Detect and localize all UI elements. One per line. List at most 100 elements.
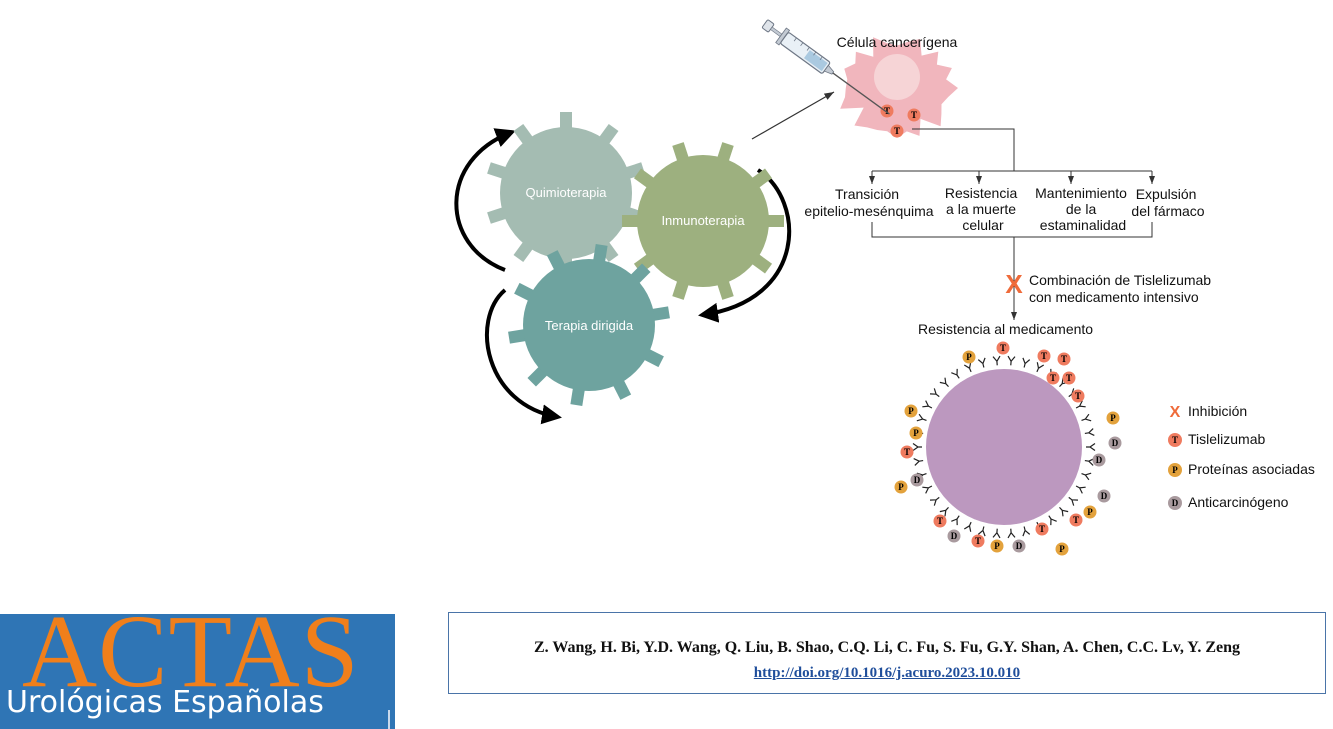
token-label-t-5: T bbox=[1066, 373, 1072, 383]
token-label-d-12: D bbox=[1096, 455, 1103, 465]
legend-anticarcinogen-label: Anticarcinógeno bbox=[1188, 494, 1289, 510]
token-t-17 bbox=[1069, 513, 1083, 527]
token-t-19 bbox=[1035, 522, 1049, 536]
token-p-7 bbox=[904, 404, 918, 418]
resistant-cell-body bbox=[926, 369, 1082, 525]
mechanism-branch-connector bbox=[869, 128, 1155, 320]
token-p-22 bbox=[990, 539, 1004, 553]
targeted-therapy-label: Terapia dirigida bbox=[545, 318, 634, 333]
therapy-to-cell-arrow bbox=[751, 91, 835, 140]
cycle-arrow-top bbox=[454, 128, 516, 272]
token-label-d-13: D bbox=[914, 475, 921, 485]
legend-anticarcinogen-icon bbox=[1168, 496, 1182, 510]
legend-associated-proteins: P Proteínas asociadas bbox=[1168, 461, 1315, 477]
svg-text:P: P bbox=[1172, 465, 1178, 475]
token-t-18 bbox=[933, 514, 947, 528]
logo-title: ACTAS bbox=[22, 614, 360, 709]
token-t-11 bbox=[900, 445, 914, 459]
cell-tislelizumab-tokens: T T T bbox=[880, 104, 921, 138]
legend-inhibition-icon: X bbox=[1170, 404, 1181, 421]
legend: X Inhibición T Tislelizumab P Proteínas … bbox=[1168, 403, 1315, 510]
mechanism-cell-death-resistance: Resistencia a la muerte celular bbox=[945, 185, 1021, 233]
token-d-20 bbox=[947, 529, 961, 543]
chemotherapy-label: Quimioterapia bbox=[526, 185, 608, 200]
token-p-14 bbox=[894, 480, 908, 494]
immunotherapy-gear: Inmunoterapia bbox=[622, 142, 784, 300]
token-label-p-3: P bbox=[966, 352, 972, 362]
chemotherapy-gear: Quimioterapia bbox=[487, 112, 645, 274]
token-t-21 bbox=[971, 534, 985, 548]
mechanism-emt: Transición epitelio-mesénquima bbox=[804, 186, 933, 219]
token-label-t-21: T bbox=[975, 536, 981, 546]
token-label-d-20: D bbox=[951, 531, 958, 541]
token-label-d-10: D bbox=[1112, 438, 1119, 448]
token-p-3 bbox=[962, 350, 976, 364]
token-d-15 bbox=[1097, 489, 1111, 503]
token-p-8 bbox=[1106, 411, 1120, 425]
cancer-cell-nucleus bbox=[874, 54, 920, 100]
citation-box: Z. Wang, H. Bi, Y.D. Wang, Q. Liu, B. Sh… bbox=[448, 612, 1326, 694]
token-label-t-1: T bbox=[1041, 351, 1047, 361]
drug-resistance-label: Resistencia al medicamento bbox=[918, 321, 1093, 337]
token-label-p-22: P bbox=[994, 541, 1000, 551]
cycle-arrows bbox=[454, 128, 792, 425]
legend-tislelizumab: T Tislelizumab bbox=[1168, 431, 1265, 447]
token-label-d-15: D bbox=[1101, 491, 1108, 501]
token-label-t-6: T bbox=[1075, 391, 1081, 401]
token-label-p-14: P bbox=[898, 482, 904, 492]
legend-anticarcinogen: D Anticarcinógeno bbox=[1168, 494, 1289, 510]
legend-tislelizumab-label: Tislelizumab bbox=[1188, 431, 1265, 447]
logo-subtitle: Urológicas Españolas bbox=[6, 685, 324, 720]
cancer-cell: Célula cancerígena T T T bbox=[837, 34, 958, 139]
token-t-6 bbox=[1071, 389, 1085, 403]
journal-logo: ACTAS Urológicas Españolas bbox=[0, 614, 395, 729]
svg-text:D: D bbox=[1172, 498, 1179, 508]
svg-text:T: T bbox=[911, 110, 917, 120]
token-t-2 bbox=[1057, 352, 1071, 366]
mechanism-stemness-maintenance: Mantenimiento de la estaminalidad bbox=[1035, 185, 1131, 233]
token-label-p-8: P bbox=[1110, 413, 1116, 423]
token-label-p-7: P bbox=[908, 406, 914, 416]
token-t-0 bbox=[996, 341, 1010, 355]
token-label-t-11: T bbox=[904, 447, 910, 457]
token-label-p-16: P bbox=[1087, 507, 1093, 517]
logo-divider bbox=[388, 710, 390, 729]
token-d-13 bbox=[910, 473, 924, 487]
legend-tislelizumab-icon bbox=[1168, 433, 1182, 447]
token-p-9 bbox=[909, 426, 923, 440]
token-label-p-24: P bbox=[1059, 544, 1065, 554]
legend-inhibition-label: Inhibición bbox=[1188, 403, 1247, 419]
cancer-cell-label: Célula cancerígena bbox=[837, 34, 958, 50]
svg-text:T: T bbox=[894, 126, 900, 136]
resistance-mechanisms: Transición epitelio-mesénquima Resistenc… bbox=[804, 185, 1204, 233]
cycle-arrow-bottom bbox=[484, 288, 562, 425]
token-d-12 bbox=[1092, 453, 1106, 467]
syringe-icon bbox=[761, 19, 890, 115]
token-d-23 bbox=[1012, 539, 1026, 553]
svg-text:T: T bbox=[884, 106, 890, 116]
token-label-t-18: T bbox=[937, 516, 943, 526]
token-p-16 bbox=[1083, 505, 1097, 519]
token-label-t-4: T bbox=[1050, 373, 1056, 383]
legend-inhibition: X Inhibición bbox=[1170, 403, 1247, 421]
token-d-10 bbox=[1108, 436, 1122, 450]
inhibition-mark: X bbox=[1005, 269, 1023, 299]
token-label-t-17: T bbox=[1073, 515, 1079, 525]
token-label-d-23: D bbox=[1016, 541, 1023, 551]
token-p-24 bbox=[1055, 542, 1069, 556]
svg-text:T: T bbox=[1172, 435, 1178, 445]
legend-associated-proteins-icon bbox=[1168, 463, 1182, 477]
token-label-t-19: T bbox=[1039, 524, 1045, 534]
targeted-therapy-gear: Terapia dirigida bbox=[508, 244, 670, 406]
token-label-t-0: T bbox=[1000, 343, 1006, 353]
token-t-5 bbox=[1062, 371, 1076, 385]
token-label-t-2: T bbox=[1061, 354, 1067, 364]
combination-label: Combinación de Tislelizumab con medicame… bbox=[1029, 272, 1215, 305]
token-label-p-9: P bbox=[913, 428, 919, 438]
citation-doi-link[interactable]: http://doi.org/10.1016/j.acuro.2023.10.0… bbox=[753, 665, 1021, 681]
token-t-1 bbox=[1037, 349, 1051, 363]
citation-authors: Z. Wang, H. Bi, Y.D. Wang, Q. Liu, B. Sh… bbox=[534, 639, 1240, 656]
legend-associated-proteins-label: Proteínas asociadas bbox=[1188, 461, 1315, 477]
